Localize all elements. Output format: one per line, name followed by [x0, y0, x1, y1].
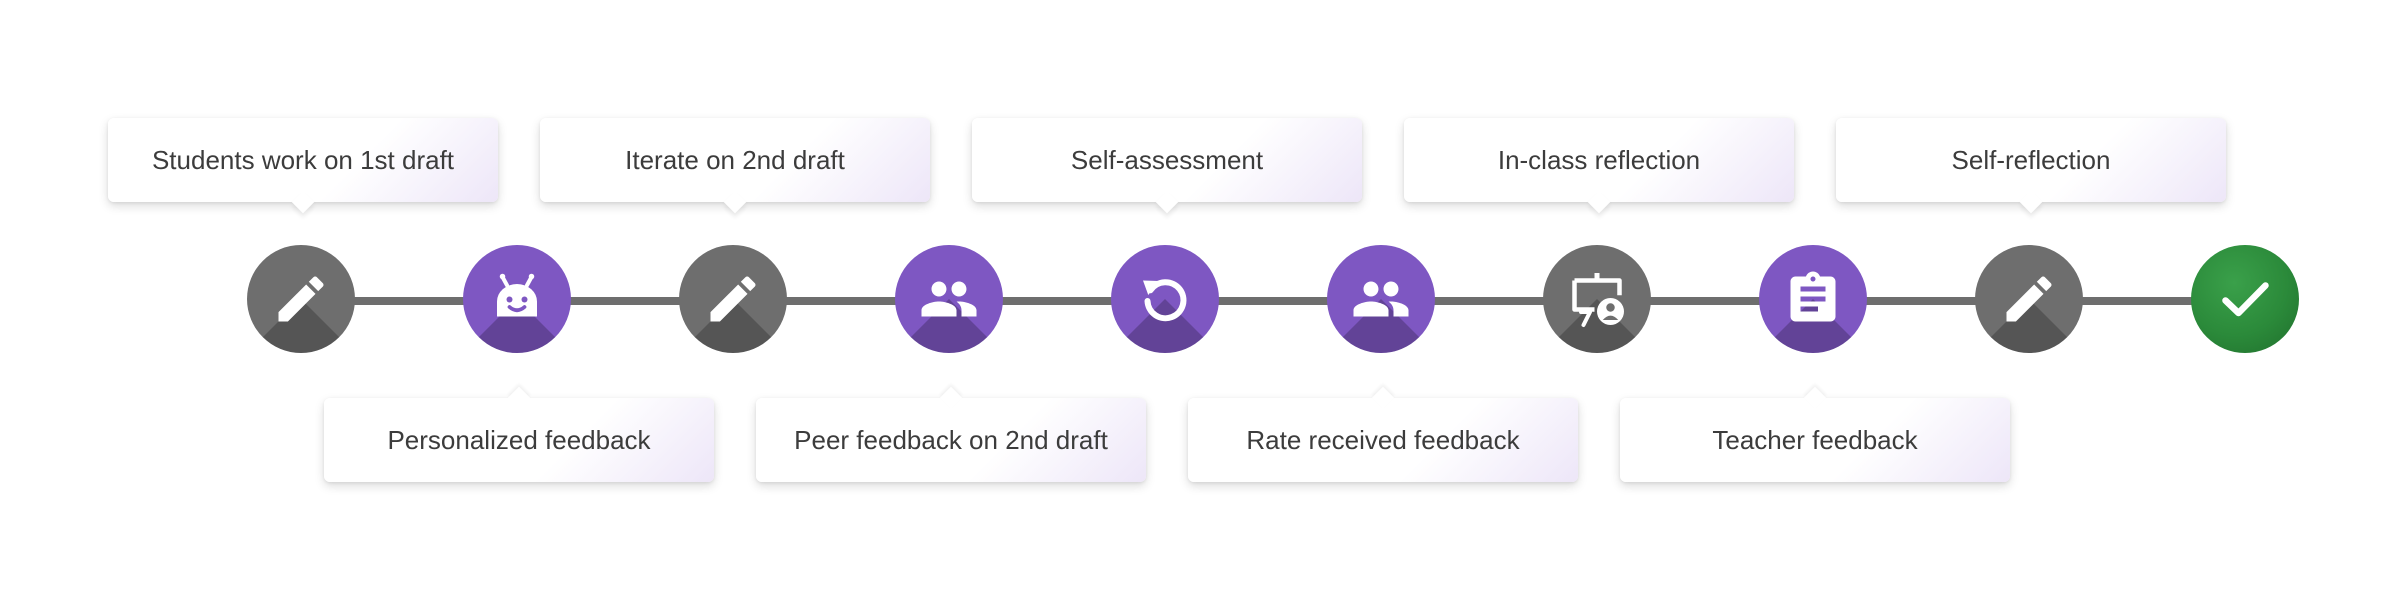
presentation-person-icon	[1572, 273, 1624, 327]
refresh-icon	[1143, 279, 1187, 322]
card-label: Personalized feedback	[387, 424, 651, 455]
bottom-step-card: Peer feedback on 2nd draft	[756, 386, 1146, 482]
top-step-card: In-class reflection	[1404, 118, 1794, 214]
top-step-card: Iterate on 2nd draft	[540, 118, 930, 214]
card-label: Rate received feedback	[1246, 424, 1520, 455]
card-label: Students work on 1st draft	[151, 144, 455, 175]
step-9-node	[1975, 245, 2083, 353]
step-4-node	[895, 245, 1003, 353]
top-step-card: Self-assessment	[972, 118, 1362, 214]
people-icon	[921, 281, 977, 317]
step-1-node	[247, 245, 355, 353]
card-label: Peer feedback on 2nd draft	[794, 424, 1108, 455]
card-label: Self-reflection	[1951, 144, 2111, 175]
step-5-node	[1111, 245, 1219, 353]
bottom-step-card: Rate received feedback	[1188, 386, 1578, 482]
card-label: Iterate on 2nd draft	[625, 144, 845, 175]
card-label: Self-assessment	[1070, 144, 1264, 175]
check-icon	[2222, 282, 2269, 317]
people-icon	[1353, 281, 1409, 317]
pencil-icon	[278, 276, 324, 322]
step-6-node	[1327, 245, 1435, 353]
top-step-card: Self-reflection	[1836, 118, 2226, 214]
card-label: Teacher feedback	[1712, 424, 1918, 455]
bottom-step-card: Personalized feedback	[324, 386, 714, 482]
bottom-step-card: Teacher feedback	[1620, 386, 2010, 482]
timeline-connector	[305, 297, 2295, 305]
clipboard-icon	[1790, 271, 1836, 322]
pencil-icon	[710, 276, 756, 322]
step-2-node	[463, 245, 571, 353]
robot-icon	[497, 273, 537, 317]
step-10-node	[2191, 245, 2299, 353]
step-8-node	[1759, 245, 1867, 353]
card-label: In-class reflection	[1497, 144, 1701, 175]
step-7-node	[1543, 245, 1651, 353]
pencil-icon	[2006, 276, 2052, 322]
step-3-node	[679, 245, 787, 353]
top-step-card: Students work on 1st draft	[108, 118, 498, 214]
